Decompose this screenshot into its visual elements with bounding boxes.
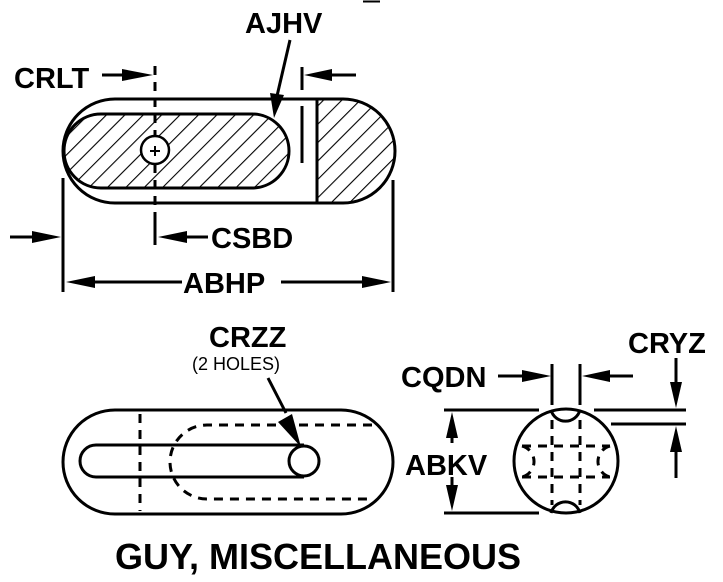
bottom-notch <box>549 500 582 514</box>
ajhv-leader <box>275 39 292 97</box>
inner-hatched-section <box>64 114 289 188</box>
abkv-arrowhead-bottom <box>446 485 458 511</box>
label-ajhv: AJHV <box>245 8 323 40</box>
abkv-arrowhead-top <box>446 412 458 438</box>
right-hatched-section <box>317 99 395 203</box>
label-cryz: CRYZ <box>628 328 706 360</box>
label-crzz: CRZZ <box>209 322 286 354</box>
inner-slot-outline <box>62 112 291 190</box>
end-view: CQDN CRYZ ABKV <box>401 328 706 515</box>
bottom-left-view: CRZZ (2 HOLES) <box>61 322 395 516</box>
crzz-arrowhead <box>278 414 301 447</box>
end-view-circle <box>512 407 620 515</box>
right-notch <box>596 444 611 479</box>
through-slot-outline <box>78 443 304 479</box>
csbd-arrowhead <box>158 231 187 243</box>
label-crlt: CRLT <box>14 63 89 95</box>
label-abhp: ABHP <box>183 268 265 300</box>
hidden-recess-outline <box>168 423 372 501</box>
cryz-arrowhead-top <box>670 382 682 408</box>
cryz-arrowhead-bottom <box>670 426 682 452</box>
label-csbd: CSBD <box>211 223 293 255</box>
ajhv-arrowhead <box>270 93 284 118</box>
hole-circle <box>287 444 321 478</box>
label-abkv: ABKV <box>405 450 488 482</box>
abhp-arrowhead-left <box>66 276 95 288</box>
left-notch <box>521 444 536 479</box>
cqdn-arrowhead-right <box>582 370 610 382</box>
crzz-leader <box>266 377 288 414</box>
top-notch <box>549 409 582 423</box>
figure-title: GUY, MISCELLANEOUS <box>115 536 521 577</box>
abhp-arrowhead-right <box>362 276 391 288</box>
cqdn-arrowhead-left <box>522 370 551 382</box>
outer-body-outline-bottom <box>61 408 395 516</box>
label-cqdn: CQDN <box>401 362 486 394</box>
label-crzz-note: (2 HOLES) <box>192 354 280 374</box>
gap-arrowhead <box>304 69 332 81</box>
left-arrowhead <box>32 231 61 243</box>
top-view: AJHV CRLT CSBD ABHP <box>10 8 397 300</box>
crlt-arrowhead <box>122 69 153 81</box>
